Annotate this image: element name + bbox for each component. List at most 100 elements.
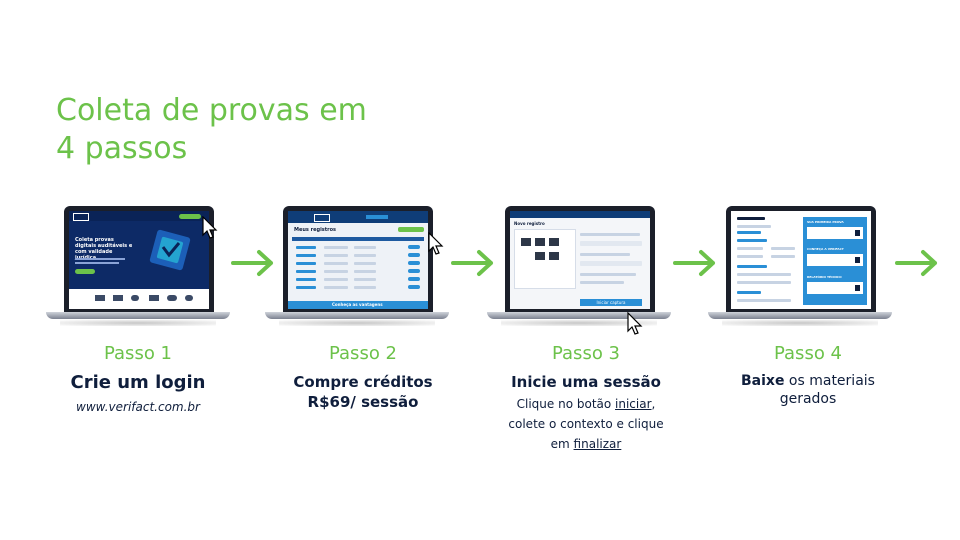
table-cell xyxy=(354,286,376,289)
download-icon[interactable] xyxy=(855,230,860,236)
download-card[interactable] xyxy=(807,227,863,239)
table-header xyxy=(292,237,424,241)
site-text-line xyxy=(75,262,119,264)
report-line xyxy=(737,273,791,276)
laptop-step-3: Novo registro Iniciar captura xyxy=(487,206,671,335)
report-line xyxy=(737,247,763,250)
laptop-shadow xyxy=(279,320,435,326)
app-nav-button[interactable] xyxy=(366,215,388,219)
desc-text: , xyxy=(651,397,656,411)
step-heading-rest: os materiais xyxy=(784,373,875,389)
form-line xyxy=(580,281,624,284)
laptop-shadow xyxy=(60,320,216,326)
arrow-right-icon xyxy=(231,250,273,276)
row-action-button[interactable] xyxy=(408,261,420,265)
row-action-button[interactable] xyxy=(408,269,420,273)
table-cell xyxy=(324,286,348,289)
download-card-title: SUA PRIMEIRA PROVA xyxy=(807,220,844,224)
finish-link[interactable]: finalizar xyxy=(573,437,622,451)
form-input[interactable] xyxy=(580,241,642,246)
partner-logo-icon xyxy=(131,295,139,301)
start-capture-button[interactable]: Iniciar captura xyxy=(580,299,642,306)
row-action-button[interactable] xyxy=(408,245,420,249)
browser-option-icon[interactable] xyxy=(521,238,531,246)
report-line xyxy=(771,255,795,258)
row-action-button[interactable] xyxy=(408,277,420,281)
browser-option-icon[interactable] xyxy=(535,238,545,246)
row-action-button[interactable] xyxy=(408,285,420,289)
form-line xyxy=(580,233,640,236)
table-cell xyxy=(324,254,348,257)
step-heading-bold: Baixe xyxy=(741,373,785,389)
step-label: Passo 1 xyxy=(103,343,173,364)
table-cell xyxy=(324,262,348,265)
report-line xyxy=(737,231,761,234)
download-card-title: CONHEÇA A VERIFACT xyxy=(807,247,844,251)
laptop-step-4: SUA PRIMEIRA PROVA CONHEÇA A VERIFACT RE… xyxy=(708,206,892,326)
downloads-panel: SUA PRIMEIRA PROVA CONHEÇA A VERIFACT RE… xyxy=(803,217,867,305)
arrow-right-icon xyxy=(895,250,937,276)
promo-footer-text: Conheça as vantagens xyxy=(332,302,383,307)
app-logo-icon xyxy=(314,214,330,222)
download-card[interactable] xyxy=(807,282,863,294)
laptop-shadow xyxy=(722,320,878,326)
screen-download-page: SUA PRIMEIRA PROVA CONHEÇA A VERIFACT RE… xyxy=(731,211,871,309)
site-logo-icon xyxy=(73,213,89,221)
report-line xyxy=(737,225,771,228)
table-row xyxy=(296,278,316,281)
screen-new-record-page: Novo registro Iniciar captura xyxy=(510,211,650,309)
page-title-line2: 4 passos xyxy=(56,131,188,166)
report-line xyxy=(737,281,791,284)
download-card[interactable] xyxy=(807,254,863,266)
laptop-lid: Novo registro Iniciar captura xyxy=(505,206,655,312)
laptop-step-1: Coleta provas digitais auditáveis e com … xyxy=(46,206,230,326)
step-description-line2: colete o contexto e clique xyxy=(508,417,664,431)
desc-text: em xyxy=(550,437,574,451)
partner-logo-icon xyxy=(149,295,159,301)
records-title: Meus registros xyxy=(294,227,337,233)
step-label: Passo 2 xyxy=(328,343,398,364)
promo-footer-bar xyxy=(288,301,428,309)
laptop-lid: Coleta provas digitais auditáveis e com … xyxy=(64,206,214,312)
table-cell xyxy=(324,246,348,249)
step-label: Passo 4 xyxy=(773,343,843,364)
step-3: Passo 3 Inicie uma sessão Clique no botã… xyxy=(476,343,696,454)
site-login-button[interactable] xyxy=(179,214,201,219)
laptop-step-2: Meus registros xyxy=(265,206,449,326)
website-url[interactable]: www.verifact.com.br xyxy=(76,400,200,414)
form-line xyxy=(580,273,636,276)
table-row xyxy=(296,254,316,257)
step-heading-line2: gerados xyxy=(779,391,837,407)
form-input[interactable] xyxy=(580,261,642,266)
step-4: Passo 4 Baixe os materiais gerados xyxy=(698,343,918,408)
table-cell xyxy=(324,278,348,281)
laptop-base xyxy=(46,312,230,319)
site-text-line xyxy=(75,258,125,260)
desc-text: Clique no botão xyxy=(516,397,616,411)
table-row xyxy=(296,286,316,289)
table-cell xyxy=(354,254,376,257)
partner-logo-icon xyxy=(113,295,123,301)
download-icon[interactable] xyxy=(855,257,860,263)
partner-logos-strip xyxy=(69,289,209,309)
download-icon[interactable] xyxy=(855,285,860,291)
step-1: Passo 1 Crie um login www.verifact.com.b… xyxy=(28,343,248,414)
form-line xyxy=(580,253,630,256)
row-action-button[interactable] xyxy=(408,253,420,257)
browser-option-icon[interactable] xyxy=(535,252,545,260)
arrow-right-icon xyxy=(673,250,715,276)
laptop-lid: Meus registros xyxy=(283,206,433,312)
browser-option-icon[interactable] xyxy=(549,238,559,246)
site-cta-button[interactable] xyxy=(75,269,95,274)
report-line xyxy=(737,255,763,258)
screen-login-page: Coleta provas digitais auditáveis e com … xyxy=(69,211,209,309)
chip-illustration-icon xyxy=(149,229,191,271)
table-row xyxy=(296,262,316,265)
buy-credits-button[interactable] xyxy=(398,227,424,232)
mouse-cursor-icon xyxy=(428,232,444,255)
start-link[interactable]: iniciar xyxy=(615,397,652,411)
table-cell xyxy=(354,246,376,249)
table-cell xyxy=(354,278,376,281)
browser-option-icon[interactable] xyxy=(549,252,559,260)
report-line xyxy=(737,291,761,294)
